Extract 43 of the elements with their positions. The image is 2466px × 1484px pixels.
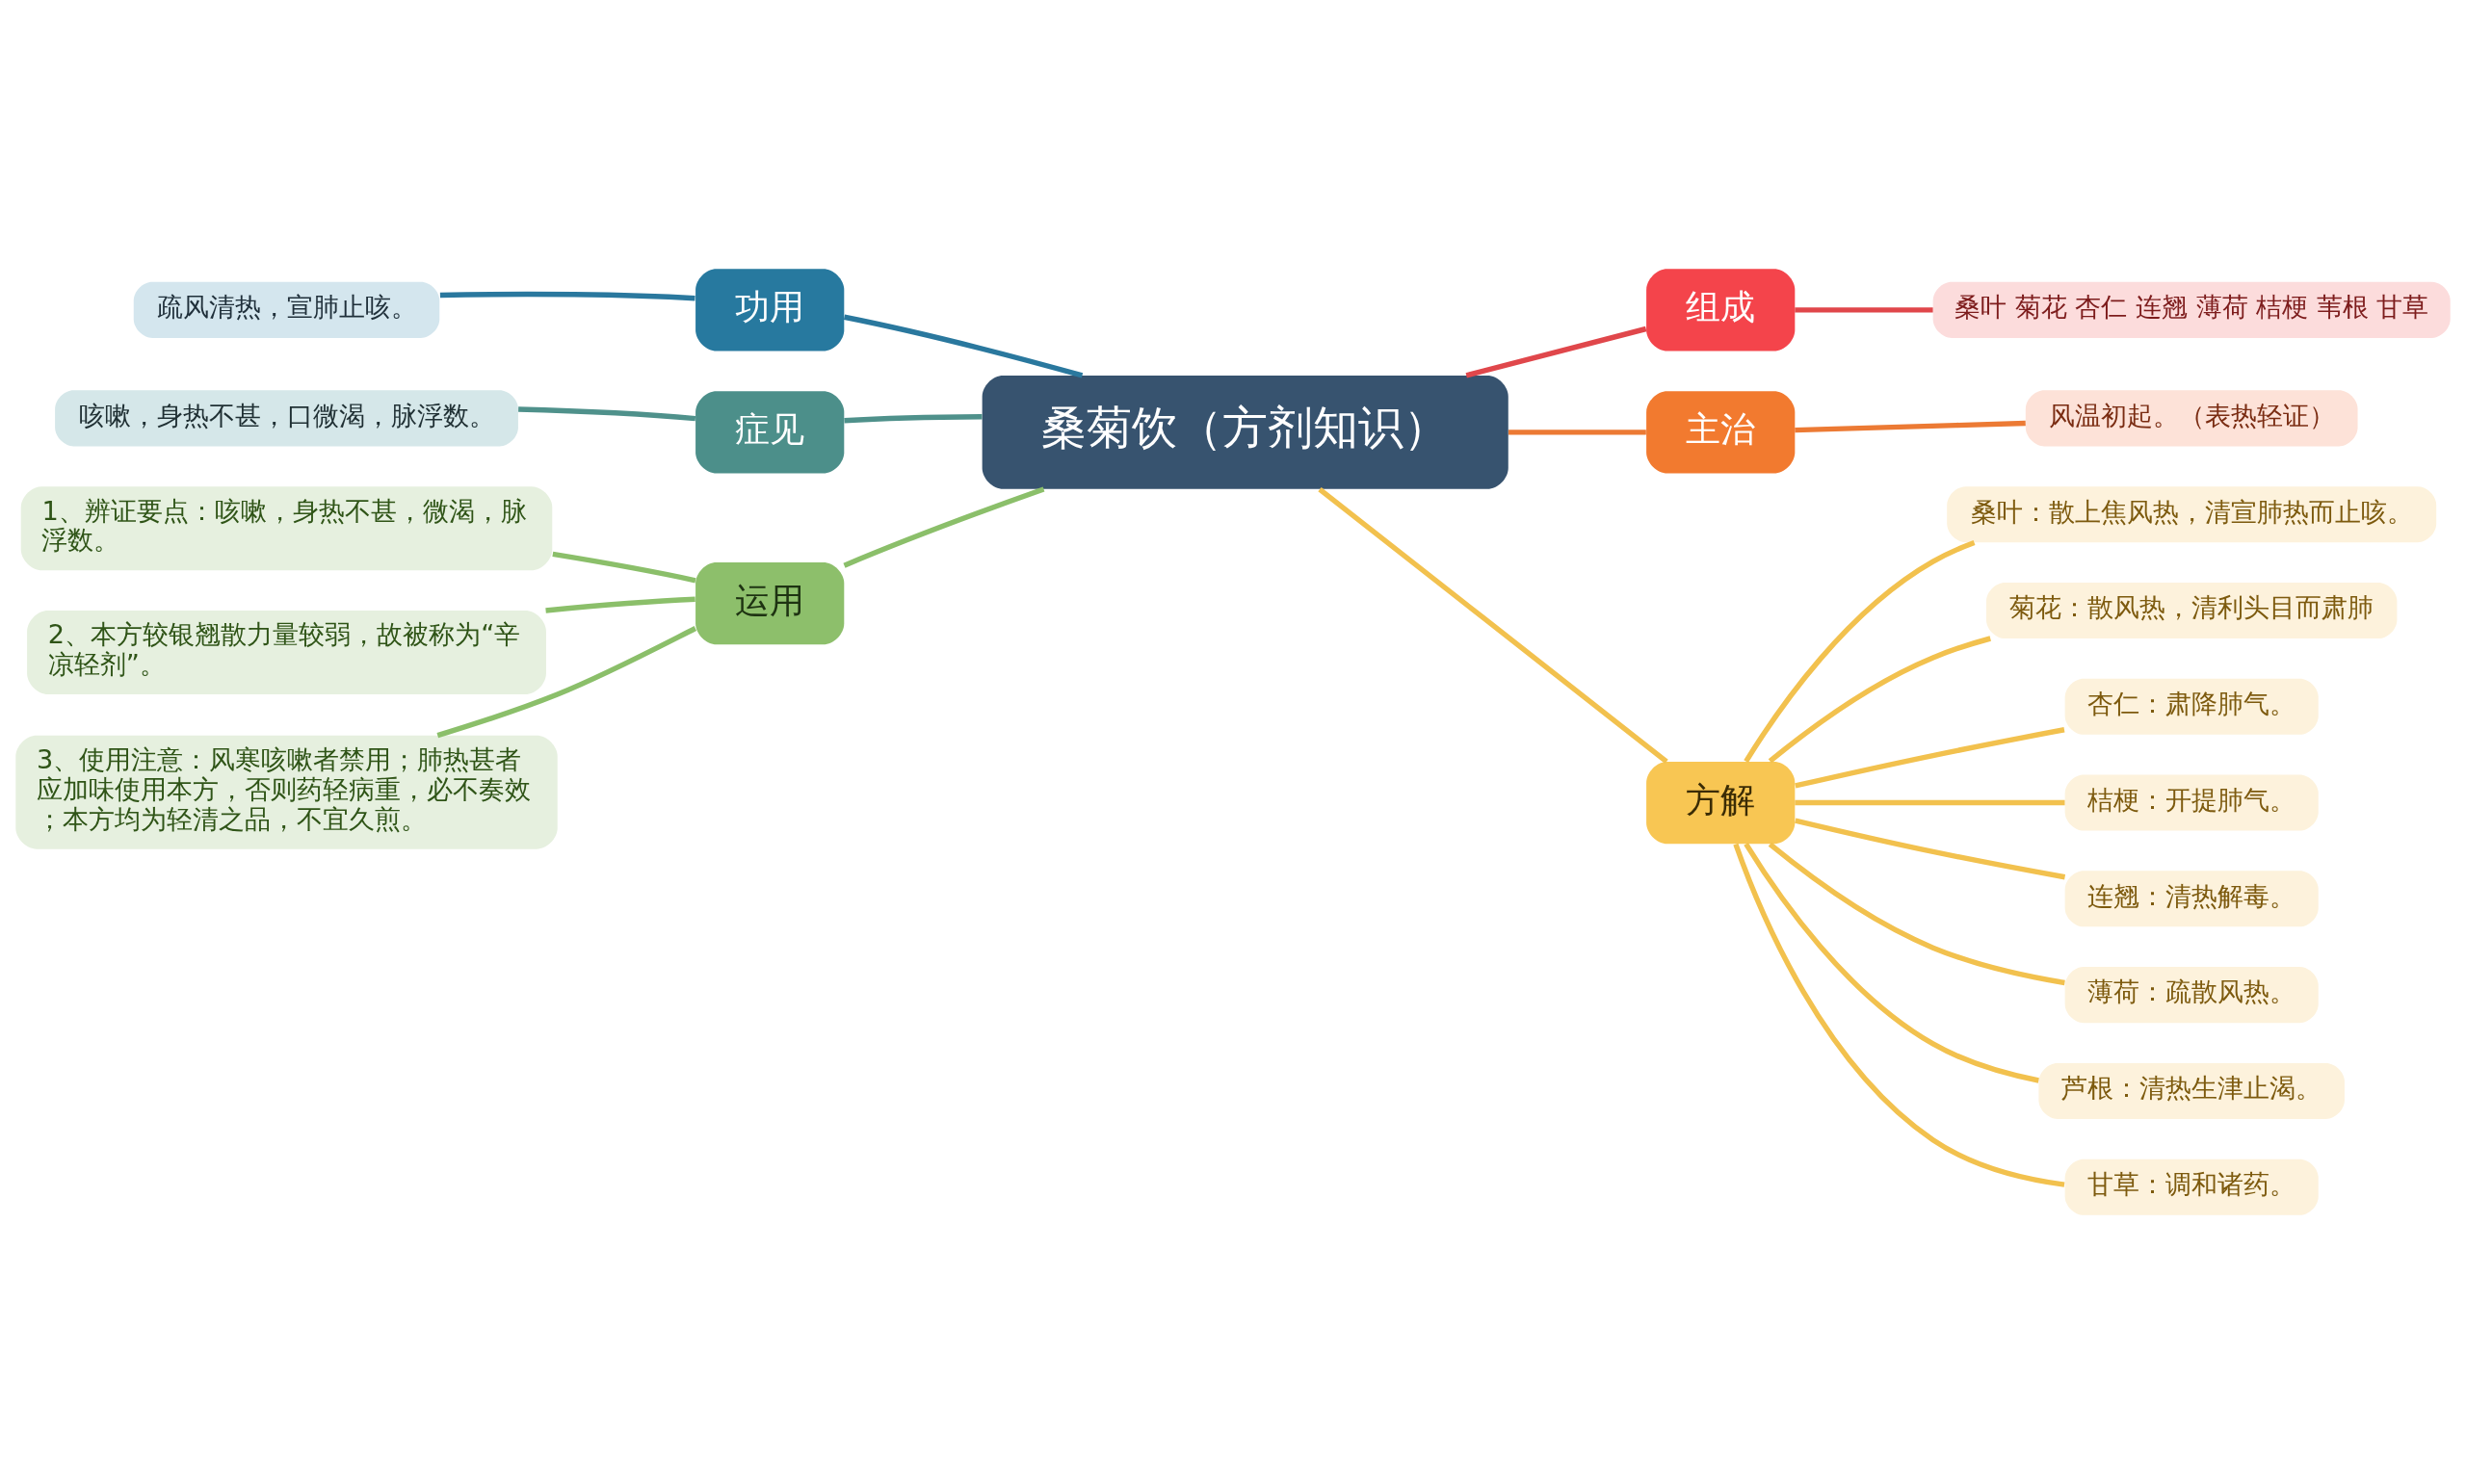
connector	[1744, 842, 2039, 1083]
node-box: 方解	[1646, 761, 1796, 845]
connector	[844, 413, 983, 424]
connector	[439, 291, 695, 301]
connector	[1744, 539, 1976, 764]
node-box: 3、使用注意：风寒咳嗽者禁用；肺热甚者应加味使用本方，否则药轻病重，必不奏效；本方均为轻清之品，不宜久煎。	[15, 735, 558, 849]
connector	[1508, 430, 1646, 435]
node-box: 桑叶：散上焦风热，清宣肺热而止咳。	[1947, 486, 2437, 543]
connector	[518, 406, 696, 422]
node-box: 芦根：清热生津止渴。	[2038, 1062, 2345, 1119]
connector	[843, 486, 1045, 568]
connector	[1795, 420, 2026, 433]
node-box: 症见	[695, 391, 845, 474]
connector	[1795, 727, 2065, 789]
connector	[843, 314, 1084, 378]
node-box: 杏仁：肃降肺气。	[2064, 678, 2319, 735]
node-box: 甘草：调和诸药。	[2064, 1159, 2319, 1215]
node-box: 组成	[1646, 269, 1796, 351]
node-box: 1、辨证要点：咳嗽，身热不甚，微渴，脉浮数。	[20, 486, 553, 571]
connector	[1318, 487, 1668, 765]
node-box: 运用	[695, 562, 845, 645]
connector	[552, 551, 696, 584]
connector	[1465, 325, 1647, 378]
node-box: 疏风清热，宣肺止咳。	[133, 281, 440, 338]
connector	[1768, 842, 2065, 986]
node-box: 桔梗：开提肺气。	[2064, 774, 2319, 831]
node-box: 桑叶 菊花 杏仁 连翘 薄荷 桔梗 苇根 甘草	[1932, 281, 2451, 338]
connector	[1795, 307, 1933, 313]
connector	[1795, 799, 2065, 806]
node-box: 薄荷：疏散风热。	[2064, 967, 2319, 1024]
node-box: 主治	[1646, 391, 1796, 474]
node-box: 菊花：散风热，清利头目而肃肺	[1986, 582, 2398, 638]
connector	[1733, 843, 2065, 1187]
connector	[1768, 636, 1991, 764]
node-box: 咳嗽，身热不甚，口微渴，脉浮数。	[55, 390, 518, 447]
node-box: 桑菊饮（方剂知识）	[982, 375, 1508, 489]
node-box: 功用	[695, 269, 845, 351]
connector	[545, 596, 695, 613]
node-box: 连翘：清热解毒。	[2064, 871, 2319, 927]
node-box: 2、本方较银翘散力量较弱，故被称为“辛凉轻剂”。	[27, 610, 546, 695]
connector	[436, 626, 697, 739]
connector	[1795, 818, 2066, 880]
node-box: 风温初起。（表热轻证）	[2025, 390, 2358, 447]
